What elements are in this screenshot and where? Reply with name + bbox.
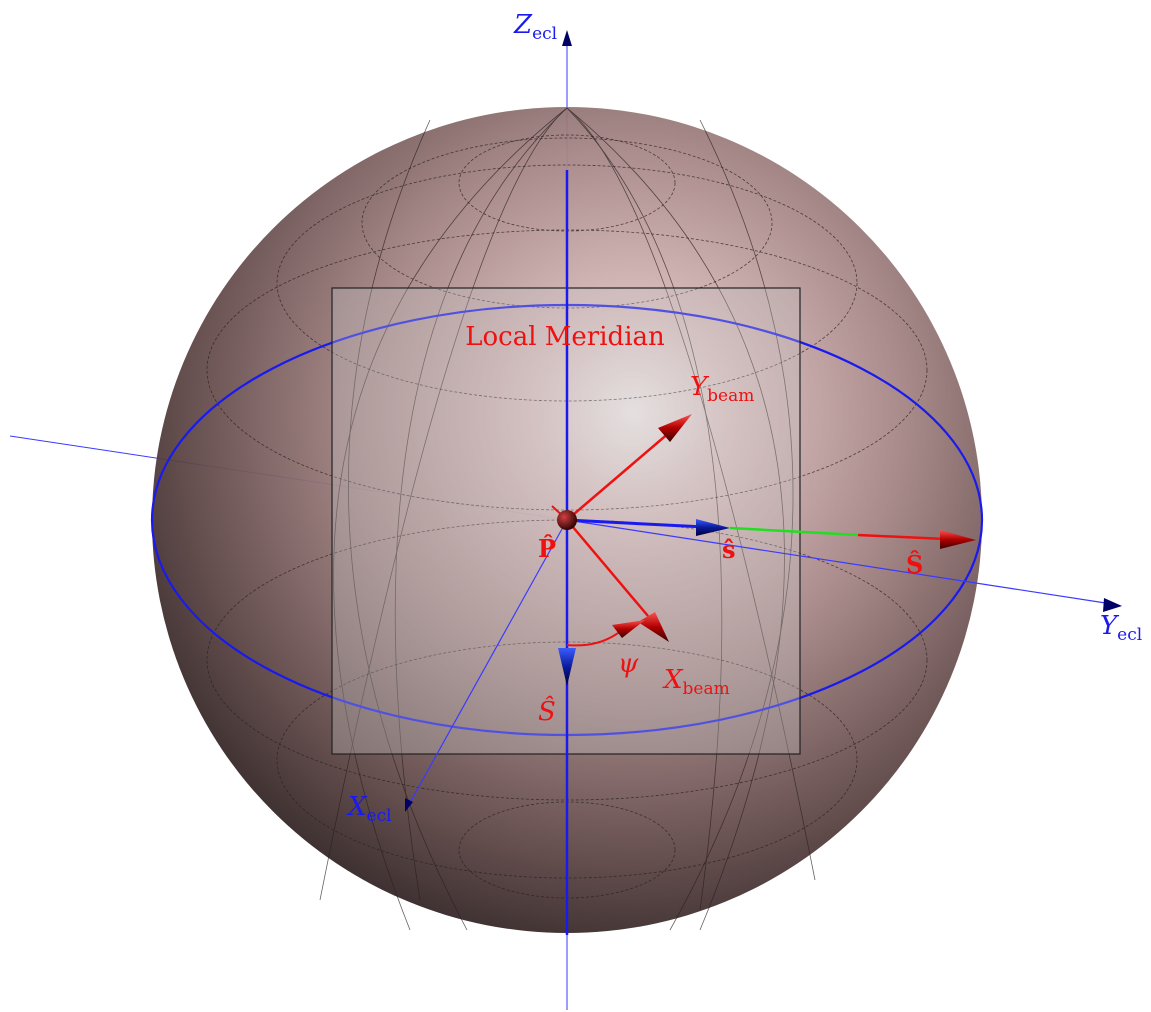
s-hat-big-line — [857, 533, 946, 541]
z-axis-label: Zecl — [513, 10, 557, 44]
y-beam-line — [566, 431, 671, 521]
s-hat-south-label: Ŝ — [538, 695, 556, 727]
s-hat-big-label: Ŝ — [906, 550, 923, 579]
s-hat-big-arrowhead — [940, 530, 976, 549]
s-hat-small-line — [566, 518, 706, 529]
z-axis-arrowhead — [562, 30, 572, 46]
psi-arc-arrowhead — [612, 620, 645, 638]
y-axis-label: Yecl — [1100, 611, 1142, 645]
longitude-grid — [319, 107, 816, 931]
x-beam-line — [566, 519, 649, 617]
psi-label: ψ — [618, 649, 639, 679]
x-beam-arrowhead — [638, 612, 669, 642]
x-axis-line — [406, 519, 568, 809]
x-beam-label: Xbeam — [662, 665, 730, 699]
point-p — [557, 510, 577, 530]
highlight-segment — [729, 526, 859, 537]
p-hat-label: P̂ — [538, 534, 556, 563]
s-hat-small-arrowhead — [696, 519, 730, 536]
y-axis-arrowhead — [1103, 598, 1122, 612]
local-meridian-label: Local Meridian — [465, 322, 665, 352]
x-axis-arrowhead — [405, 798, 413, 812]
y-beam-arrowhead — [658, 414, 692, 442]
s-hat-south-arrowhead — [558, 648, 576, 686]
s-hat-small-label: ŝ — [722, 535, 736, 564]
x-axis-label: Xecl — [346, 792, 392, 826]
y-beam-label: Ybeam — [690, 372, 754, 406]
y-axis-line-right — [566, 519, 1113, 605]
